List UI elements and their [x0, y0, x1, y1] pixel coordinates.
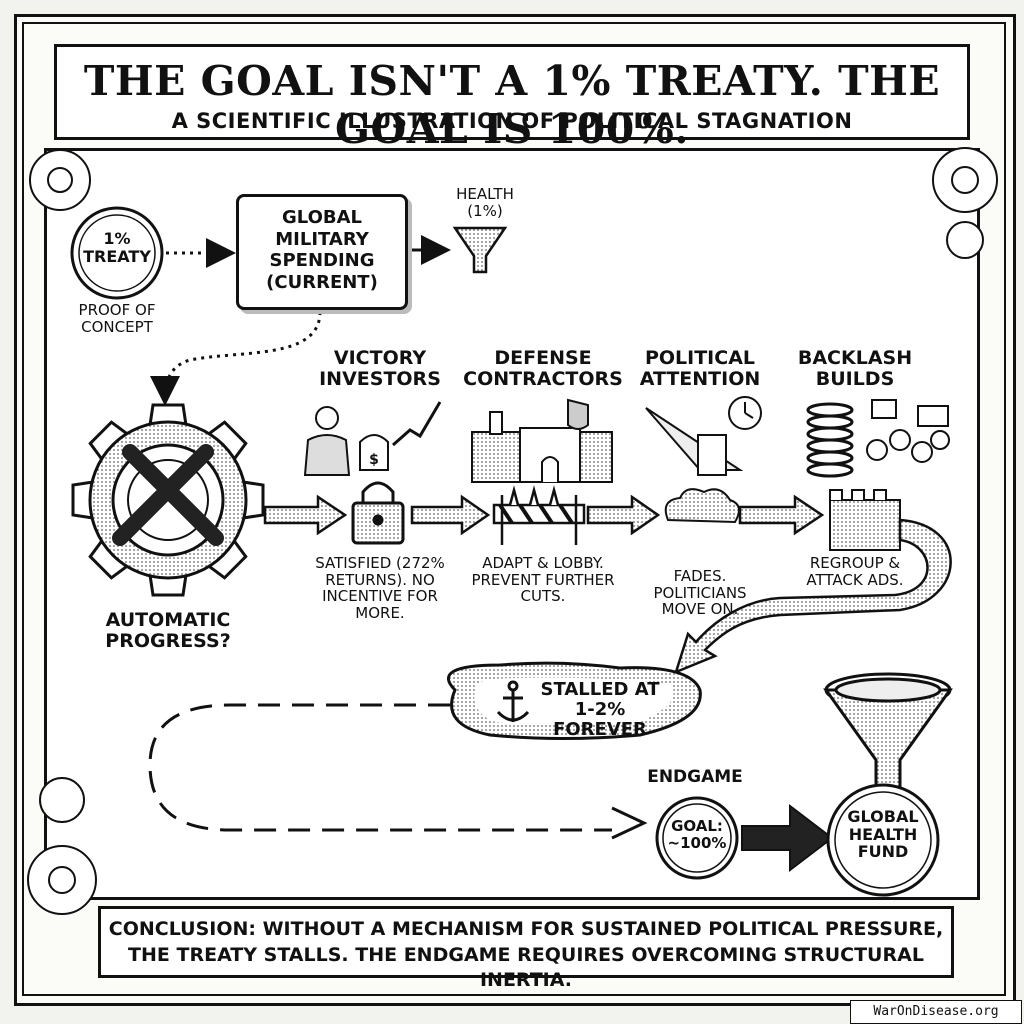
- lock-icon: [351, 481, 405, 545]
- protest-crowd-icon: [866, 399, 950, 463]
- bold-arrow: [741, 803, 834, 873]
- inner-frame: [22, 22, 1006, 996]
- fund-label: GLOBAL HEALTH FUND: [847, 807, 919, 862]
- cloud-icon: [664, 488, 740, 524]
- page-title: THE GOAL ISN'T A 1% TREATY. THE GOAL IS …: [83, 57, 941, 153]
- brick-wall-icon: [829, 489, 901, 551]
- curved-arrow: [674, 518, 952, 675]
- x-mark-icon: [112, 444, 224, 546]
- stage-title-investors: VICTORY INVESTORS: [319, 347, 441, 390]
- anchor-icon: [496, 680, 530, 722]
- health-label: HEALTH (1%): [456, 185, 514, 220]
- page-subtitle: A SCIENTIFIC ILLUSTRATION OF POLITICAL S…: [171, 109, 853, 133]
- stall-label: STALLED AT 1-2% FOREVER: [540, 679, 660, 740]
- corner-gear-icon-top-left: [29, 149, 91, 211]
- factory-castle-icon: [471, 398, 613, 483]
- military-spending-box: GLOBAL MILITARY SPENDING (CURRENT): [236, 194, 408, 310]
- stage-title-attention: POLITICAL ATTENTION: [639, 347, 761, 390]
- stage-title-backlash: BACKLASH BUILDS: [797, 347, 913, 390]
- treaty-label: 1% TREATY: [83, 229, 151, 266]
- gear-caption: AUTOMATIC PROGRESS?: [105, 609, 231, 652]
- treaty-caption: PROOF OF CONCEPT: [78, 301, 156, 336]
- spring-icon: [806, 402, 854, 478]
- barricade-icon: [492, 485, 586, 545]
- treaty-circle: [70, 206, 164, 300]
- stage-caption-backlash: REGROUP & ATTACK ADS.: [806, 554, 904, 589]
- investor-icon: $: [303, 401, 442, 476]
- fund-circle: [826, 783, 940, 897]
- endgame-title: ENDGAME: [647, 767, 743, 787]
- stage-title-contractors: DEFENSE CONTRACTORS: [463, 347, 623, 390]
- large-funnel-icon: [823, 672, 953, 792]
- goal-label: GOAL: ~100%: [667, 817, 727, 852]
- stage-caption-attention: FADES. POLITICIANS MOVE ON.: [653, 567, 747, 618]
- gear-icon: [71, 403, 265, 597]
- stage-caption-contractors: ADAPT & LOBBY. PREVENT FURTHER CUTS.: [471, 554, 615, 605]
- corner-gear-icon-bottom-left: [27, 777, 97, 915]
- conclusion-box: CONCLUSION: WITHOUT A MECHANISM FOR SUST…: [98, 906, 954, 991]
- watermark: WarOnDisease.org: [850, 1000, 1022, 1024]
- corner-gear-icon-top-right: [932, 147, 998, 259]
- title-banner: THE GOAL ISN'T A 1% TREATY. THE GOAL IS …: [54, 44, 970, 153]
- conclusion-text: CONCLUSION: WITHOUT A MECHANISM FOR SUST…: [108, 918, 944, 992]
- stage-caption-investors: SATISFIED (272% RETURNS). NO INCENTIVE F…: [315, 554, 445, 622]
- svg-text:$: $: [369, 452, 379, 468]
- podium-spotlight-icon: [645, 396, 762, 476]
- military-spending-label: GLOBAL MILITARY SPENDING (CURRENT): [266, 207, 378, 293]
- goal-circle: [655, 796, 739, 880]
- small-funnel-icon: [452, 226, 508, 274]
